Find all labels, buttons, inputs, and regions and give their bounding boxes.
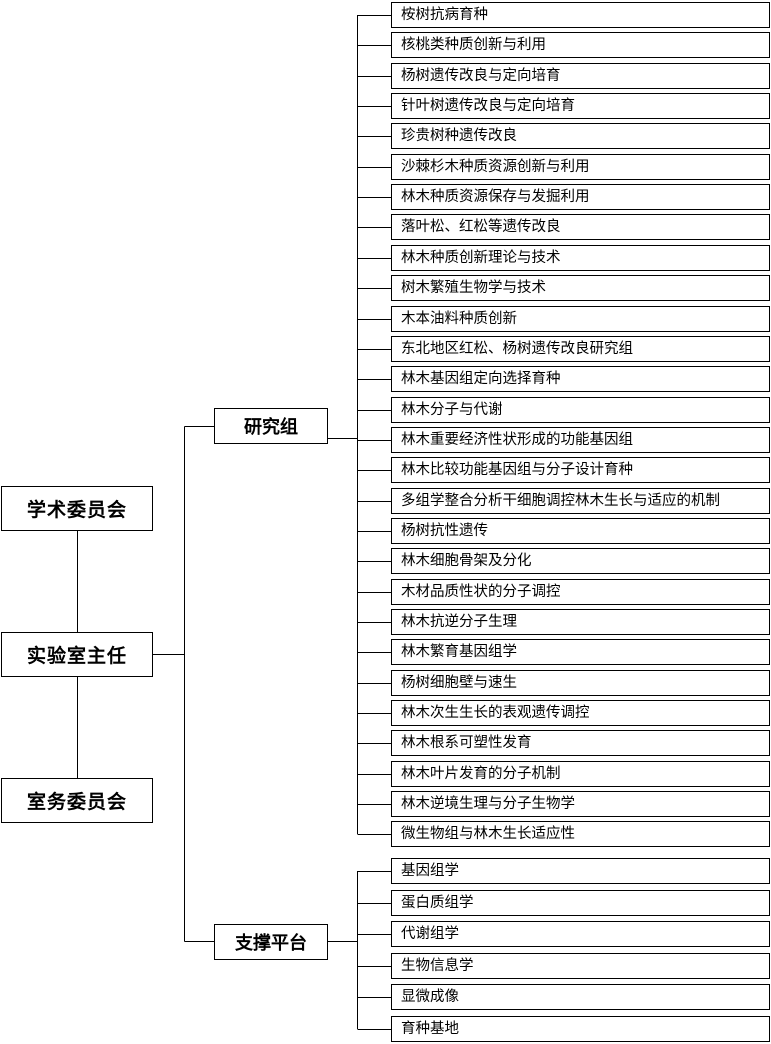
- research-group-item: 林木根系可塑性发育: [391, 730, 770, 756]
- support-platform-item: 生物信息学: [391, 953, 770, 979]
- research-group-item: 核桃类种质创新与利用: [391, 32, 770, 58]
- research-group-item: 林木叶片发育的分子机制: [391, 761, 770, 787]
- research-group-item: 木材品质性状的分子调控: [391, 579, 770, 605]
- support-platform-box: 支撑平台: [214, 924, 328, 960]
- support-platform-item: 蛋白质组学: [391, 890, 770, 916]
- research-group-item: 针叶树遗传改良与定向培育: [391, 93, 770, 119]
- support-platform-item: 显微成像: [391, 984, 770, 1010]
- research-group-item: 林木基因组定向选择育种: [391, 366, 770, 392]
- research-group-item: 林木次生生长的表观遗传调控: [391, 700, 770, 726]
- research-group-item: 杨树遗传改良与定向培育: [391, 63, 770, 89]
- support-platform-item: 育种基地: [391, 1016, 770, 1042]
- academic-committee-box: 学术委员会: [1, 486, 153, 531]
- research-group-item: 木本油料种质创新: [391, 306, 770, 332]
- research-group-item: 杨树细胞壁与速生: [391, 670, 770, 696]
- research-group-item: 微生物组与林木生长适应性: [391, 821, 770, 847]
- research-group-item: 林木比较功能基因组与分子设计育种: [391, 457, 770, 483]
- research-group-item: 杨树抗性遗传: [391, 518, 770, 544]
- lab-director-box: 实验室主任: [1, 632, 153, 677]
- support-platform-item: 代谢组学: [391, 921, 770, 947]
- research-group-item: 树木繁殖生物学与技术: [391, 275, 770, 301]
- research-group-item: 珍贵树种遗传改良: [391, 123, 770, 149]
- research-group-item: 多组学整合分析干细胞调控林木生长与适应的机制: [391, 488, 770, 514]
- research-group-item: 林木繁育基因组学: [391, 639, 770, 665]
- research-group-item: 林木抗逆分子生理: [391, 609, 770, 635]
- research-group-box: 研究组: [214, 408, 328, 444]
- research-group-item: 东北地区红松、杨树遗传改良研究组: [391, 336, 770, 362]
- research-group-item: 沙棘杉木种质资源创新与利用: [391, 154, 770, 180]
- research-group-item: 林木逆境生理与分子生物学: [391, 791, 770, 817]
- lab-affairs-committee-box: 室务委员会: [1, 778, 153, 823]
- research-group-item: 林木重要经济性状形成的功能基因组: [391, 427, 770, 453]
- research-group-item: 落叶松、红松等遗传改良: [391, 214, 770, 240]
- research-group-item: 桉树抗病育种: [391, 2, 770, 28]
- research-group-item: 林木细胞骨架及分化: [391, 548, 770, 574]
- research-group-item: 林木种质资源保存与发掘利用: [391, 184, 770, 210]
- research-group-item: 林木种质创新理论与技术: [391, 245, 770, 271]
- support-platform-item: 基因组学: [391, 858, 770, 884]
- research-group-item: 林木分子与代谢: [391, 397, 770, 423]
